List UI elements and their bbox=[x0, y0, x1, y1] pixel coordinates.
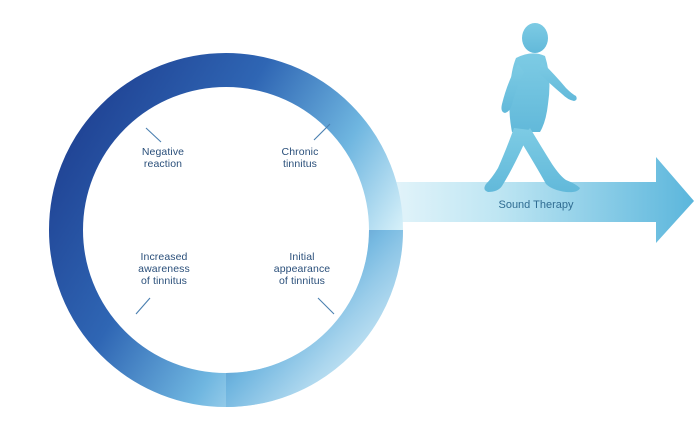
sound-therapy-arrow bbox=[390, 157, 694, 243]
walking-person-icon bbox=[484, 23, 580, 193]
cycle-ring bbox=[49, 53, 403, 407]
stage-label-chronic-tinnitus: Chronic tinnitus bbox=[281, 146, 319, 170]
tick-initial-appearance bbox=[317, 297, 335, 315]
tick-chronic-tinnitus bbox=[313, 123, 331, 141]
tick-increased-awareness bbox=[135, 297, 151, 315]
sound-therapy-label: Sound Therapy bbox=[498, 199, 574, 211]
stage-tick-lines bbox=[135, 123, 335, 315]
tick-negative-reaction bbox=[145, 127, 162, 143]
stage-label-increased-awareness: Increased awareness of tinnitus bbox=[138, 251, 190, 287]
stage-label-initial-appearance: Initial appearance of tinnitus bbox=[273, 251, 331, 287]
stage-label-negative-reaction: Negative reaction bbox=[141, 146, 185, 170]
